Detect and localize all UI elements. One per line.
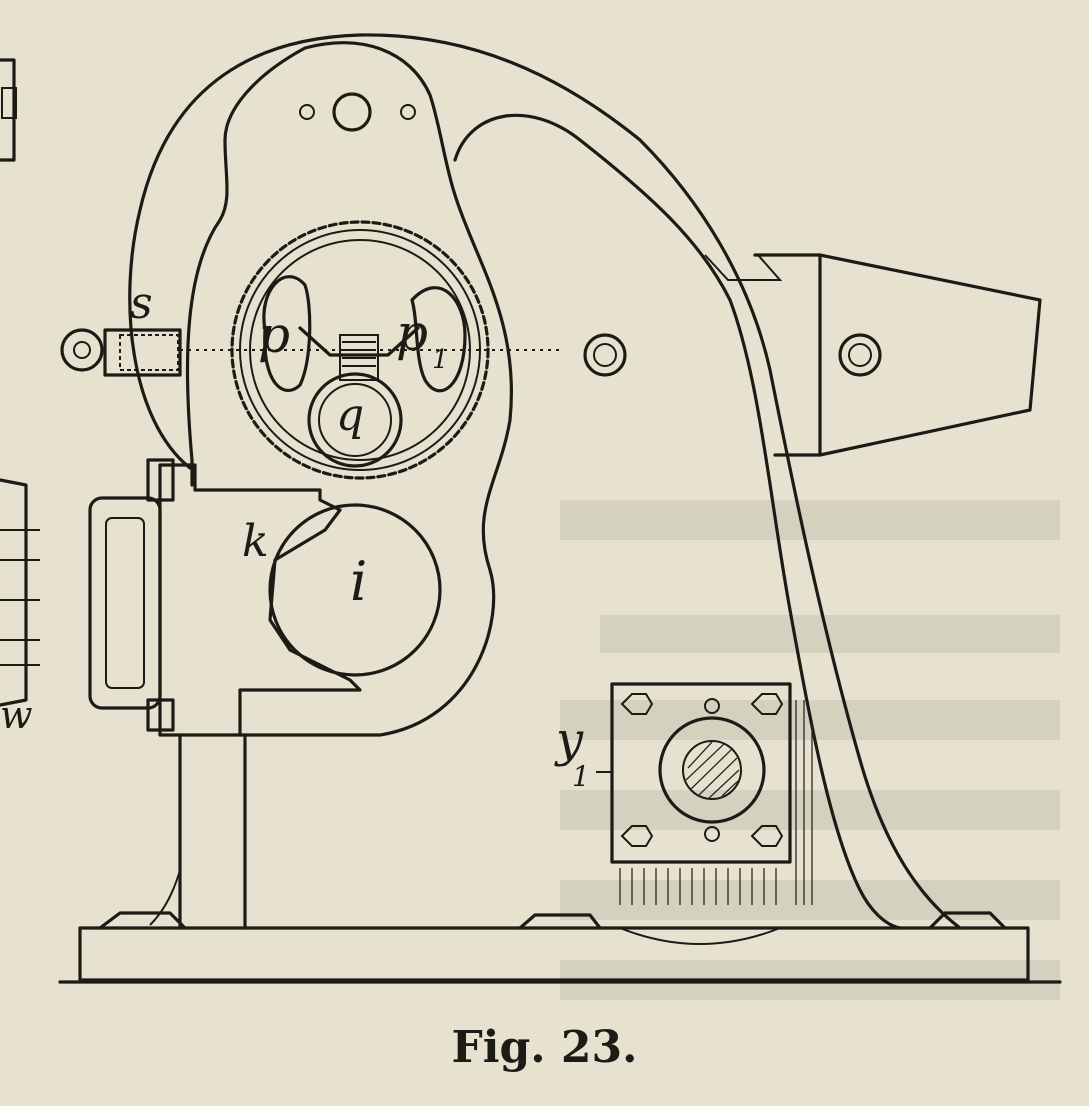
label-w: w [0,693,33,737]
base-plate [58,911,1062,984]
cone-pulley [753,253,1042,457]
label-y1: y [554,712,584,768]
left-side-fitting [60,328,560,377]
label-k: k [242,516,269,567]
label-p1: p [396,304,428,362]
label-p: p [258,306,290,364]
figure-caption: Fig. 23. [451,1022,638,1073]
part-labels: s p p 1 q k i w y 1 [0,278,612,793]
label-i: i [350,550,367,613]
left-edge-fragment [0,58,40,707]
label-q: q [336,390,364,441]
mounting-holes [299,92,627,377]
main-frame [128,33,962,930]
label-y1-subscript: 1 [572,760,590,793]
paper-texture [560,500,1060,1000]
label-p1-subscript: 1 [432,345,449,375]
lower-housing [88,458,442,737]
label-s: s [130,278,153,329]
